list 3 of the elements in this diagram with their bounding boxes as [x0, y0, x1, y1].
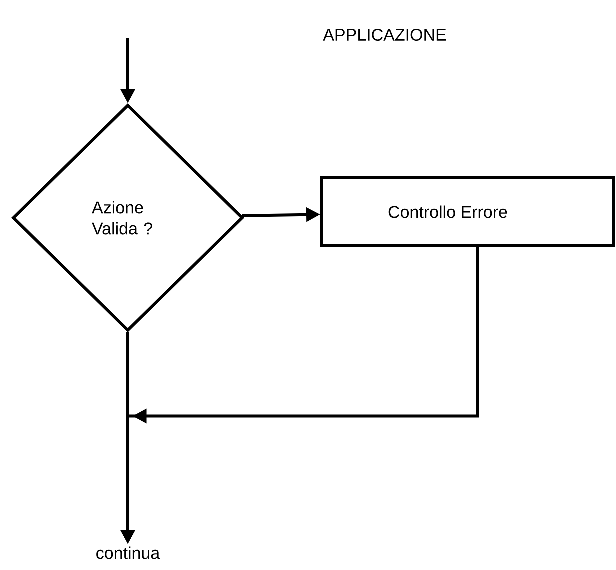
process-box: Controllo Errore — [320, 176, 616, 248]
title: APPLICAZIONE — [323, 28, 446, 42]
end-label: continua — [96, 546, 160, 560]
